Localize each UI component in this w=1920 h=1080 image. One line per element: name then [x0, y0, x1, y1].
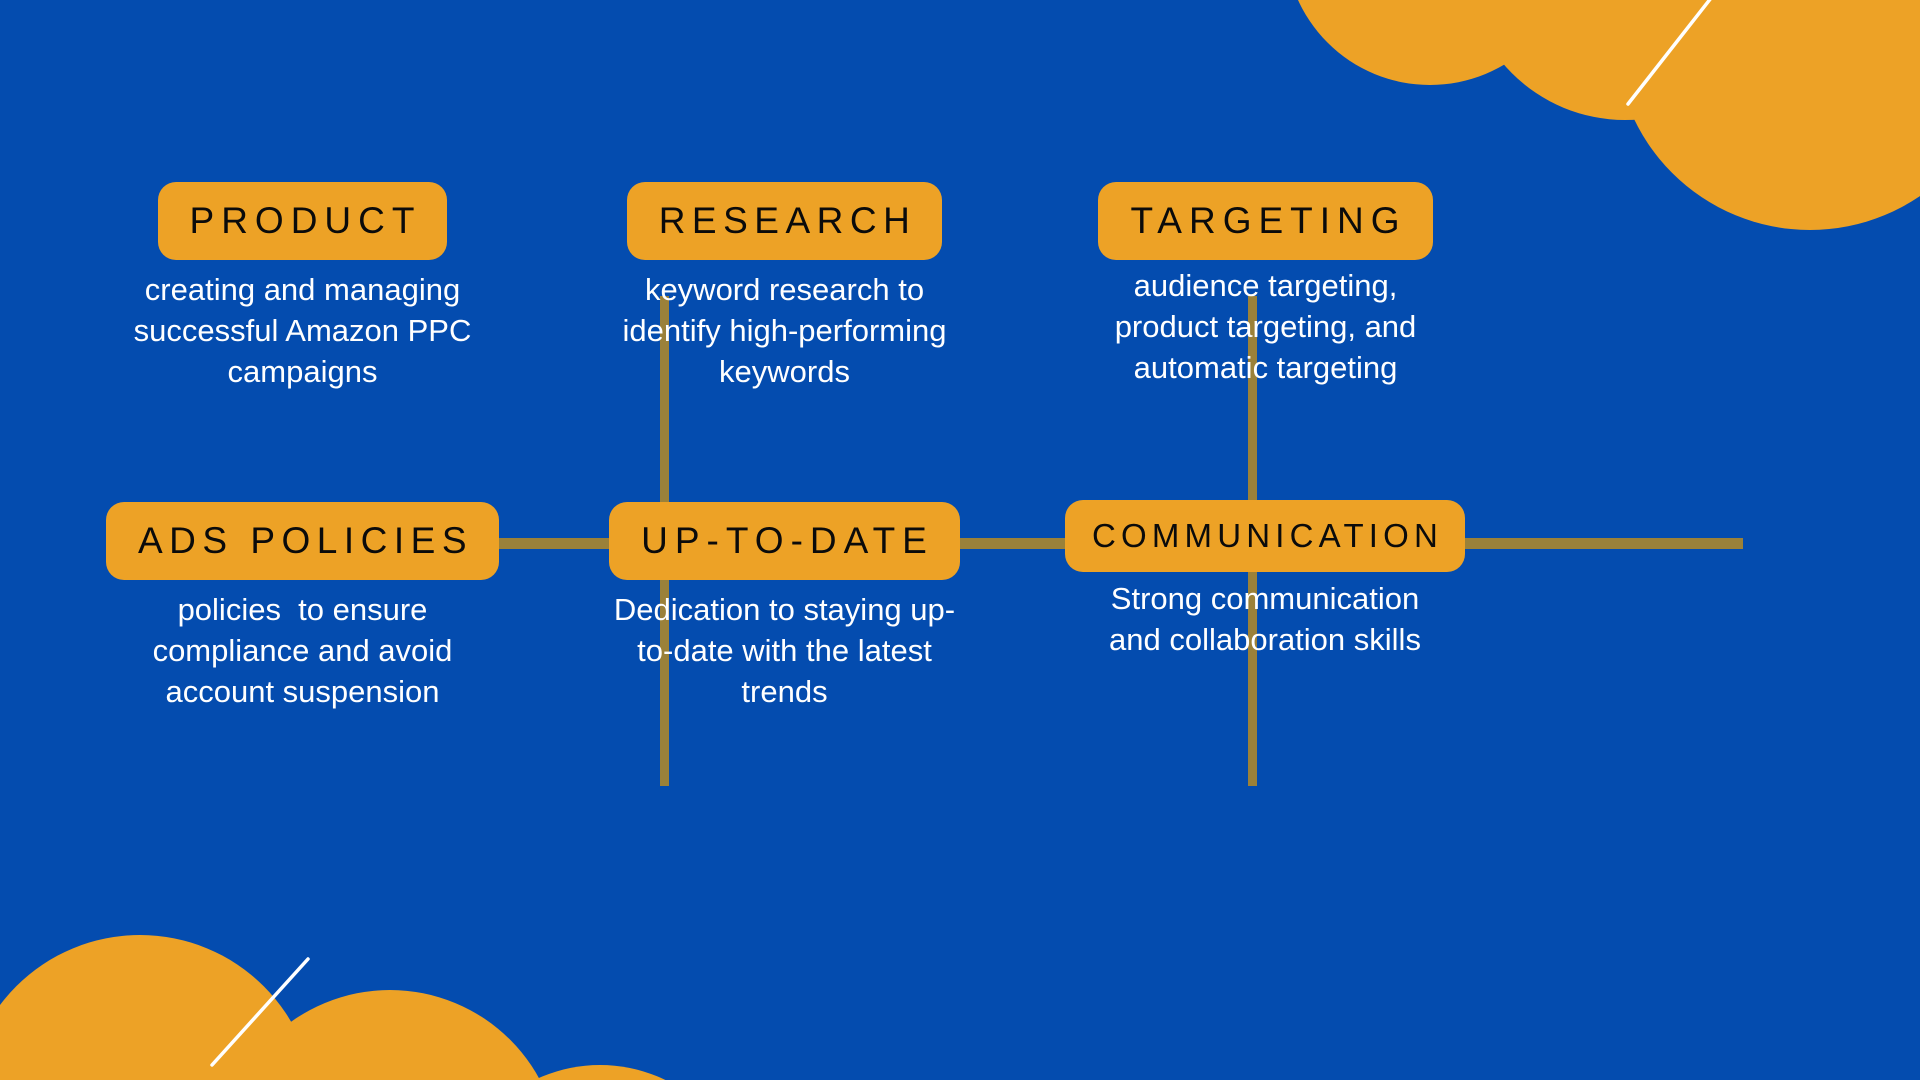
card-research: RESEARCH keyword research to identify hi…: [612, 182, 957, 393]
card-up-to-date: UP-TO-DATE Dedication to staying up-to-d…: [609, 502, 960, 713]
badge-ads-policies: ADS POLICIES: [105, 502, 500, 580]
card-product: PRODUCT creating and managing successful…: [130, 182, 475, 393]
description-communication: Strong communication and collaboration s…: [1109, 581, 1428, 658]
description-research: keyword research to identify high-perfor…: [622, 272, 956, 390]
badge-targeting: TARGETING: [1098, 182, 1433, 260]
card-ads-policies: ADS POLICIES policies to ensure complian…: [105, 502, 500, 713]
description-product: creating and managing successful Amazon …: [133, 272, 480, 390]
card-communication: COMMUNICATION Strong communication and c…: [1064, 500, 1466, 660]
horizontal-divider: [177, 538, 1743, 549]
badge-communication: COMMUNICATION: [1064, 500, 1466, 572]
card-targeting: TARGETING audience targeting, product ta…: [1093, 182, 1438, 389]
description-ads-policies: policies to ensure compliance and avoid …: [152, 592, 462, 710]
description-targeting: audience targeting, product targeting, a…: [1114, 268, 1425, 386]
badge-product: PRODUCT: [157, 182, 448, 260]
description-up-to-date: Dedication to staying up-to-date with th…: [613, 592, 956, 710]
badge-up-to-date: UP-TO-DATE: [609, 502, 960, 580]
badge-research: RESEARCH: [626, 182, 943, 260]
